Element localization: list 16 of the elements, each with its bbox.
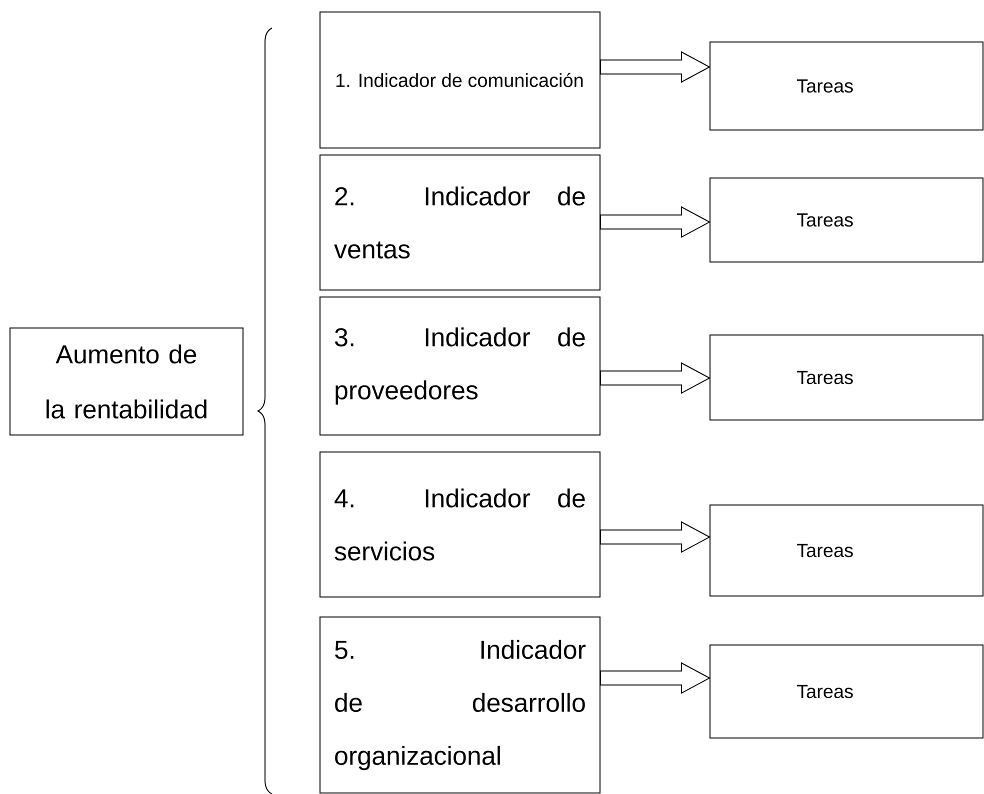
task-box: Tareas xyxy=(710,504,984,596)
indicator-box: 5. Indicador de desarrollo organizacional xyxy=(320,616,600,794)
hollow-arrow xyxy=(600,362,711,394)
indicator-box: 2. Indicador de ventas xyxy=(320,154,600,290)
indicator-box: 3. Indicador de proveedores xyxy=(320,296,600,436)
hollow-arrow xyxy=(600,662,711,694)
task-box: Tareas xyxy=(710,334,984,420)
goal-box: Aumento de la rentabilidad xyxy=(10,328,244,436)
task-box: Tareas xyxy=(710,42,984,130)
hollow-arrow xyxy=(600,51,711,83)
task-box: Tareas xyxy=(710,178,984,262)
hollow-arrow xyxy=(600,521,711,553)
indicator-box: 4. Indicador de servicios xyxy=(320,452,600,598)
indicator-box: 1. Indicador de comunicación xyxy=(320,12,600,148)
hollow-arrow xyxy=(600,206,711,238)
task-box: Tareas xyxy=(710,644,984,738)
